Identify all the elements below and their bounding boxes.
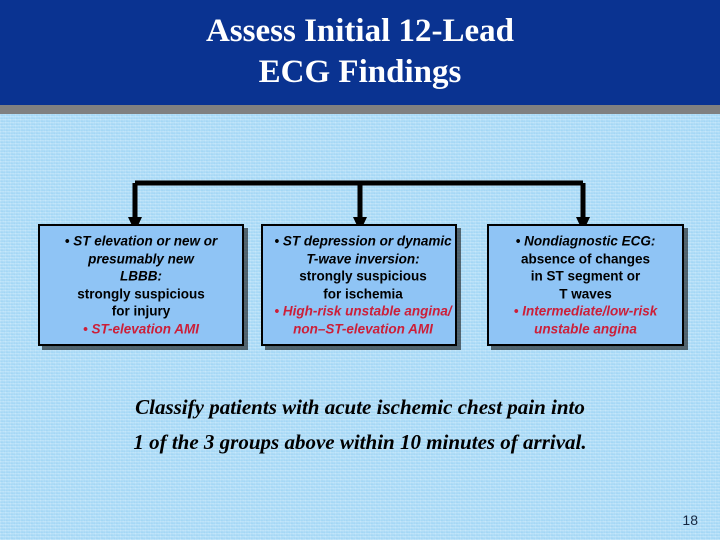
page-title: Assess Initial 12-Lead ECG Findings: [205, 13, 515, 90]
title-banner: Assess Initial 12-Lead ECG Findings: [0, 0, 720, 105]
box-line: for ischemia: [323, 286, 403, 301]
box-line: strongly suspicious: [77, 286, 205, 301]
box-line: • ST depression or dynamic: [274, 233, 452, 249]
box-line: for injury: [111, 303, 171, 319]
box-line: strongly suspicious: [299, 268, 427, 284]
box-line: • Nondiagnostic ECG:: [515, 233, 656, 249]
ecg-finding-box-nondiagnostic[interactable]: • Nondiagnostic ECG: absence of changes …: [487, 224, 684, 346]
box-line: T waves: [559, 286, 612, 301]
box-line-highlight: non–ST-elevation AMI: [293, 321, 433, 336]
box-line: presumably new: [88, 251, 194, 266]
slide-caption: Classify patients with acute ischemic ch…: [133, 395, 587, 454]
banner-divider: [0, 105, 720, 114]
box-text-block: • ST elevation or new or presumably new …: [40, 233, 242, 338]
box-line-highlight: • ST-elevation AMI: [83, 321, 199, 336]
box-line: in ST segment or: [530, 268, 641, 284]
box-line: • ST elevation or new or: [64, 233, 218, 249]
ecg-finding-box-st-elevation[interactable]: • ST elevation or new or presumably new …: [38, 224, 244, 346]
box-line: T-wave inversion:: [306, 251, 420, 266]
box-line-highlight: • High-risk unstable angina/: [274, 303, 452, 319]
box-line-highlight: unstable angina: [534, 321, 637, 336]
box-line-highlight: • Intermediate/low-risk: [513, 303, 658, 319]
box-text-block: • ST depression or dynamic T-wave invers…: [247, 233, 479, 338]
page-number: 18: [682, 512, 698, 528]
box-line: LBBB:: [120, 268, 162, 284]
ecg-finding-box-st-depression[interactable]: • ST depression or dynamic T-wave invers…: [261, 224, 457, 346]
box-text-block: • Nondiagnostic ECG: absence of changes …: [489, 233, 682, 338]
box-line: absence of changes: [520, 251, 651, 266]
